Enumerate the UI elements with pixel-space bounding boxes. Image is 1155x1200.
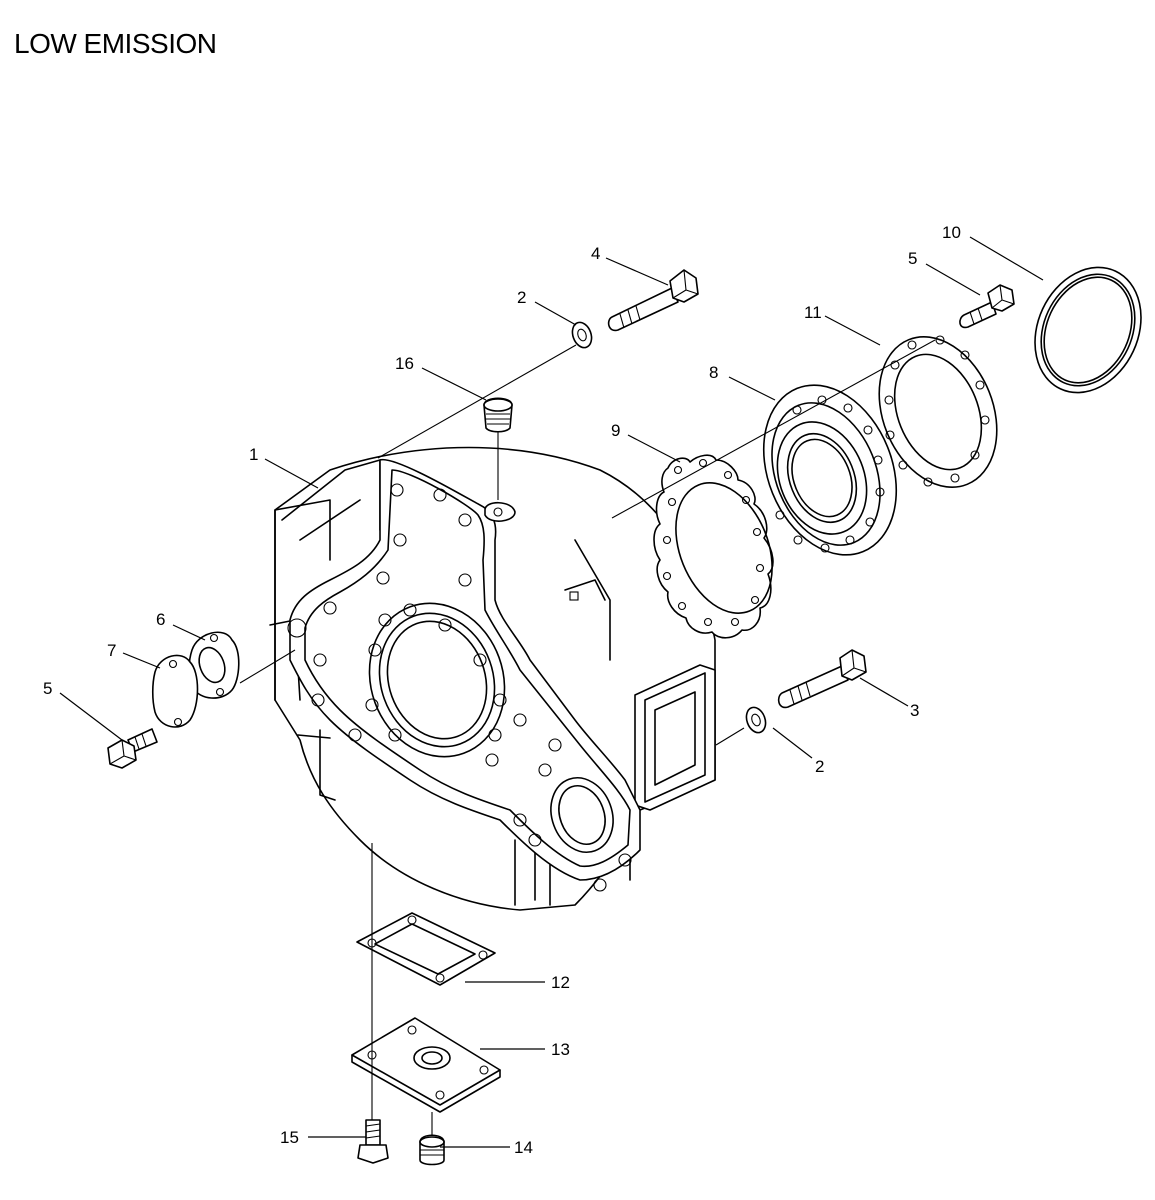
part-16-plug <box>483 397 513 433</box>
callout-12: 12 <box>551 973 570 992</box>
part-8-bearing-flange <box>762 384 898 556</box>
part-11-flange-gasket <box>878 335 998 488</box>
part-1-flywheel-housing <box>269 446 716 911</box>
part-14-plug <box>419 1134 445 1166</box>
part-2-washer-upper <box>571 321 593 349</box>
part-12-gasket <box>356 912 496 986</box>
part-9-gasket <box>653 454 774 639</box>
callout-1: 1 <box>249 445 258 464</box>
callout-5-upper: 5 <box>908 249 917 268</box>
part-5-bolt-upper <box>959 284 1015 329</box>
callout-2-upper: 2 <box>517 288 526 307</box>
part-3-bolt <box>777 649 867 709</box>
callout-7: 7 <box>107 641 116 660</box>
callout-8: 8 <box>709 363 718 382</box>
part-13-cover-plate <box>351 1017 501 1113</box>
callout-9: 9 <box>611 421 620 440</box>
callout-leaders <box>59 236 1044 1148</box>
callout-5-left: 5 <box>43 679 52 698</box>
callout-2-lower: 2 <box>815 757 824 776</box>
diagram-title: LOW EMISSION <box>14 28 217 59</box>
part-10-seal-ring <box>1034 266 1142 394</box>
callout-16: 16 <box>395 354 414 373</box>
part-4-bolt <box>607 269 699 332</box>
callout-15: 15 <box>280 1128 299 1147</box>
callout-4: 4 <box>591 244 600 263</box>
callout-11: 11 <box>804 303 822 322</box>
callout-3: 3 <box>910 701 919 720</box>
callout-6: 6 <box>156 610 165 629</box>
assembly-center-lines <box>239 339 936 1135</box>
part-2-washer-lower <box>745 706 767 734</box>
callout-14: 14 <box>514 1138 533 1157</box>
part-15-bolt <box>357 1119 389 1164</box>
callout-13: 13 <box>551 1040 570 1059</box>
callout-10: 10 <box>942 223 961 242</box>
callout-labels: 1 2 2 3 4 5 5 6 7 8 9 10 11 12 13 14 15 … <box>43 223 961 1157</box>
part-7-cover-plate <box>151 654 199 728</box>
